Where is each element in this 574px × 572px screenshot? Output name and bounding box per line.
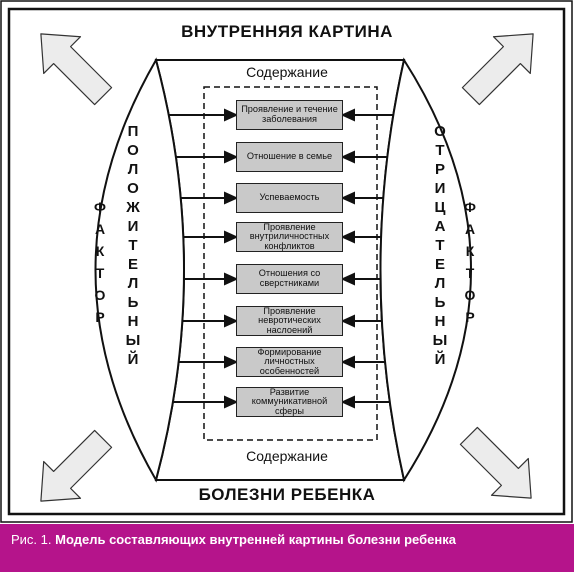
content-frame [203,86,378,441]
component-box: Проявление невротических наслоений [236,306,343,336]
arrowhead-icon [224,272,239,286]
content-label-bottom: Содержание [246,448,328,464]
arrowhead-icon [224,355,239,369]
left-lens [94,57,185,483]
component-box: Проявление и течение заболевания [236,100,343,130]
caption-text: Модель составляющих внутренней картины б… [55,532,456,547]
figure-caption-bar: Рис. 1. Модель составляющих внутренней к… [0,524,574,572]
figure-caption: Рис. 1. Модель составляющих внутренней к… [11,532,456,547]
diagram-title-top: ВНУТРЕННЯЯ КАРТИНА [181,22,393,41]
arrowhead-icon [340,230,355,244]
arrowhead-icon [340,395,355,409]
component-box: Успеваемость [236,183,343,213]
arrowhead-icon [340,150,355,164]
content-label-top: Содержание [246,64,328,80]
component-box: Отношения со сверстниками [236,264,343,294]
right-lens [379,57,472,483]
arrow-top-right-icon [461,33,534,106]
caption-prefix: Рис. 1. [11,532,52,547]
arrowhead-icon [224,230,239,244]
arrow-bottom-right-icon [459,426,532,499]
arrowhead-icon [224,150,239,164]
arrowhead-icon [340,272,355,286]
arrowhead-icon [340,314,355,328]
component-box: Отношение в семье [236,142,343,172]
arrowhead-icon [224,314,239,328]
arrowhead-icon [224,108,239,122]
arrowhead-icon [224,395,239,409]
arrowhead-icon [224,191,239,205]
arrowhead-icon [340,191,355,205]
component-box: Развитие коммуникативной сферы [236,387,343,417]
arrow-top-left-icon [40,33,113,106]
arrow-bottom-left-icon [40,429,113,502]
component-box: Проявление внутриличностных конфликтов [236,222,343,252]
arrowhead-icon [340,355,355,369]
component-box: Формирование личностных особенностей [236,347,343,377]
diagram-title-bottom: БОЛЕЗНИ РЕБЕНКА [198,485,376,504]
arrowhead-icon [340,108,355,122]
